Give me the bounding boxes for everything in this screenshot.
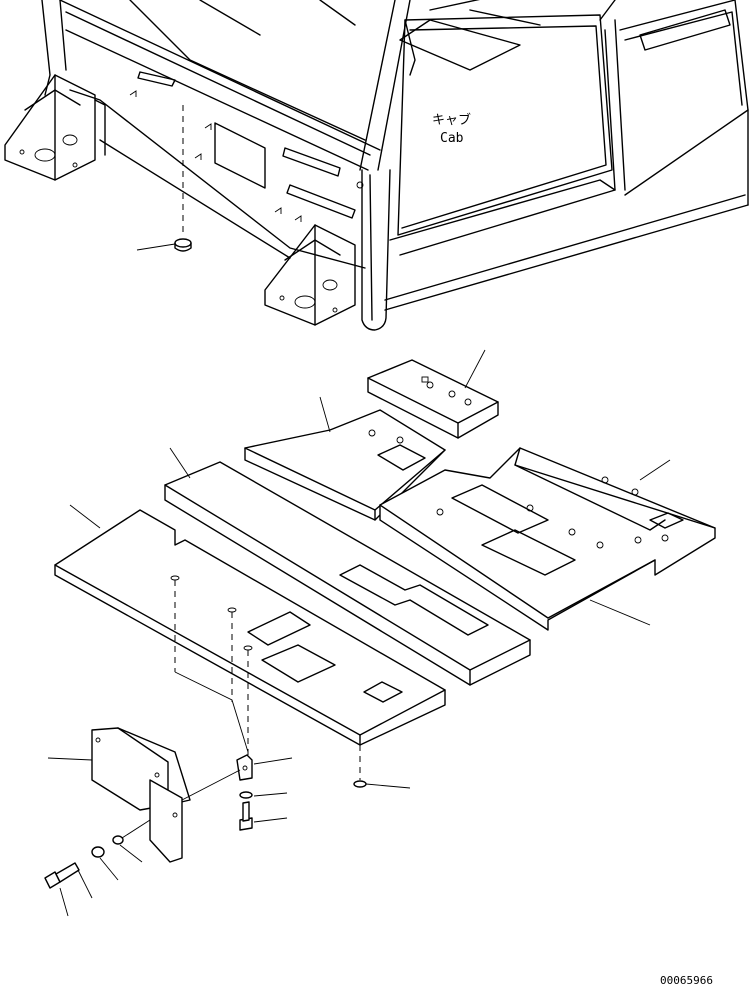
floor-mat-middle bbox=[164, 447, 531, 686]
mat-middle-leader-line bbox=[169, 447, 191, 479]
mat-top-leader-line bbox=[464, 349, 486, 389]
cab-label-english: Cab bbox=[440, 131, 464, 146]
flat-washer bbox=[91, 846, 105, 858]
washer-small bbox=[239, 791, 253, 799]
drawing-number: 00065966 bbox=[660, 974, 713, 985]
floor-mat-front bbox=[54, 504, 446, 746]
mat-right-leader-line bbox=[639, 459, 671, 481]
cab-assembly: キャブ Cab bbox=[4, 0, 749, 331]
mounting-bracket-set bbox=[236, 754, 293, 831]
floor-mat-upper-left bbox=[244, 396, 446, 521]
fastener-set-left bbox=[44, 819, 151, 917]
mat-upper-left-leader-line bbox=[319, 396, 331, 433]
cab-label-japanese: キャブ bbox=[432, 112, 471, 128]
cover-plate-leader-line bbox=[47, 757, 93, 761]
mat-grommet-leader-line bbox=[365, 783, 411, 789]
mat-right-lower-leader-line bbox=[589, 599, 651, 626]
grommet-leader-line bbox=[136, 243, 176, 251]
right-mount-bracket bbox=[264, 224, 356, 326]
floor-mat-small-top bbox=[367, 349, 499, 439]
lock-washer bbox=[112, 835, 124, 845]
mat-front-leader-line bbox=[69, 504, 101, 529]
grommet bbox=[174, 238, 192, 248]
hole-guide-line bbox=[174, 671, 249, 753]
left-mount-bracket bbox=[4, 74, 106, 181]
mat-grommet bbox=[353, 780, 367, 788]
cover-plate bbox=[47, 727, 241, 863]
floor-mat-right bbox=[379, 447, 716, 631]
